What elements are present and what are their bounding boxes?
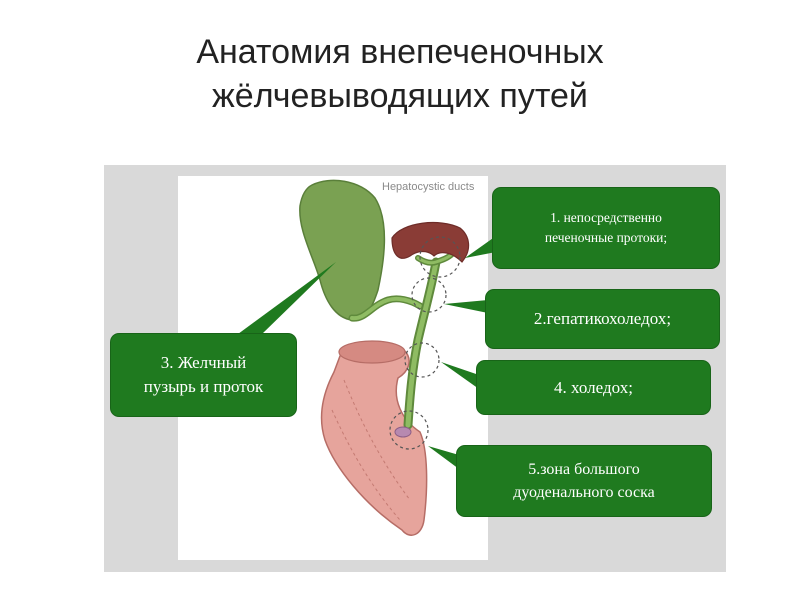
- gallbladder-shape: [299, 179, 386, 321]
- zone-marker-5: [389, 410, 429, 450]
- callout-gallbladder: 3. Желчный пузырь и проток: [111, 334, 296, 416]
- slide-title-line-1: Анатомия внепеченочных: [196, 33, 604, 71]
- zone-marker-1: [419, 236, 461, 278]
- callout-papilla-zone-line-1: 5.зона большого: [528, 461, 640, 478]
- figure-caption: Hepatocystic ducts: [382, 181, 475, 193]
- zone-marker-2: [411, 277, 447, 313]
- zone-marker-4: [404, 342, 440, 378]
- callout-hepaticocholedochus: 2.гепатикохоледох;: [486, 290, 719, 348]
- papilla-shape: [394, 426, 412, 438]
- callout-gallbladder-line-1: 3. Желчный: [160, 353, 247, 372]
- pointer-5: [428, 446, 459, 469]
- callout-pointers: [238, 236, 496, 469]
- bile-ducts: [348, 251, 455, 430]
- callout-papilla-zone: 5.зона большого дуоденального соска: [457, 446, 711, 516]
- zone-markers: [389, 236, 461, 450]
- callout-hepatic-ducts-line-2: печеночные протоки;: [544, 230, 668, 245]
- callout-papilla-zone-line-2: дуоденального соска: [513, 484, 655, 501]
- callout-hepatic-ducts: 1. непосредственно печеночные протоки;: [493, 188, 719, 268]
- slide-title: Анатомия внепеченочных жёлчевыводящих пу…: [0, 30, 800, 118]
- callout-choledochus: 4. холедох;: [477, 361, 710, 414]
- pointer-2: [444, 300, 488, 313]
- callout-choledochus-text: 4. холедох;: [554, 377, 633, 397]
- liver-shape: [391, 221, 470, 263]
- callout-hepatic-ducts-line-1: 1. непосредственно: [550, 210, 662, 225]
- pointer-4: [441, 362, 479, 389]
- callout-gallbladder-line-2: пузырь и проток: [143, 377, 264, 396]
- pointer-1: [465, 236, 496, 258]
- duodenum-shape: [320, 340, 428, 536]
- pointer-3: [238, 262, 336, 334]
- callout-hepaticocholedochus-text: 2.гепатикохоледох;: [533, 309, 672, 328]
- slide-title-line-2: жёлчевыводящих путей: [212, 77, 588, 115]
